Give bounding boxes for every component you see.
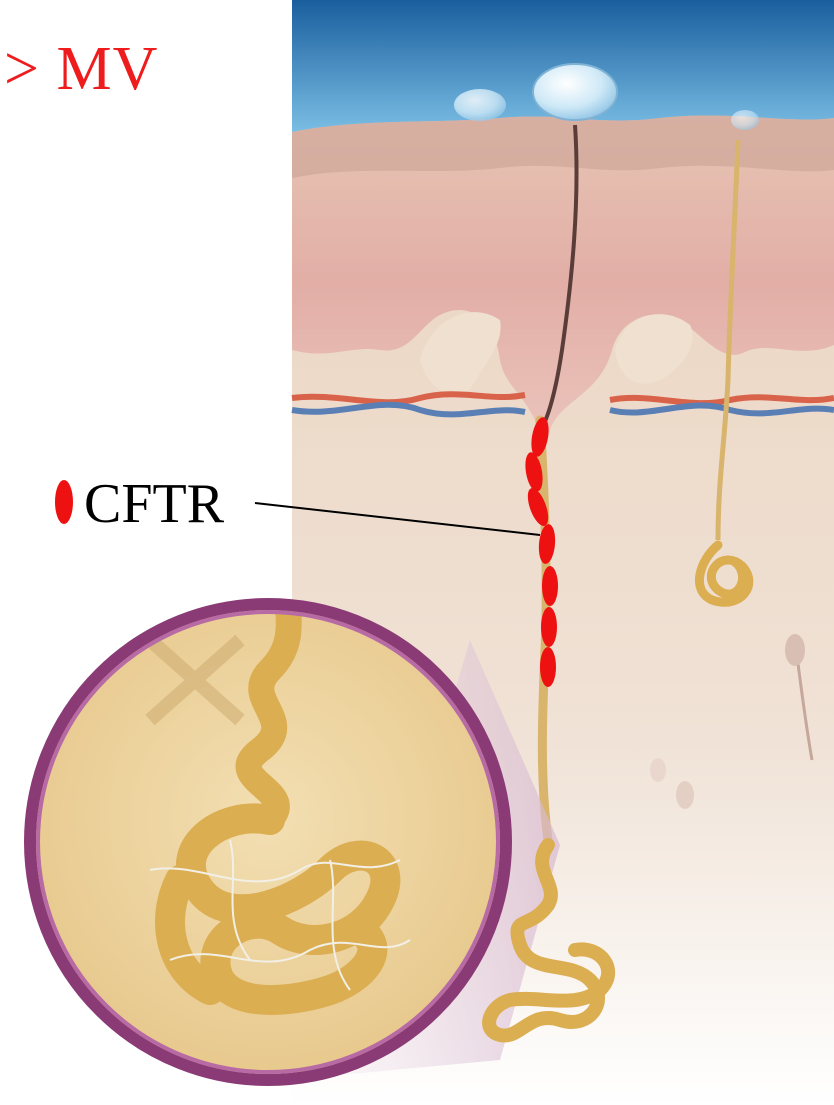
cftr-marker [541, 607, 557, 647]
hair-bulb-2 [676, 781, 694, 809]
hair-bulb-3 [650, 758, 666, 782]
title: > MV [4, 38, 158, 100]
cftr-marker [540, 647, 556, 687]
cftr-marker [542, 566, 558, 606]
cftr-legend-marker [55, 480, 73, 524]
sweat-droplet-icon [533, 64, 617, 120]
small-droplet [454, 89, 506, 121]
small-droplet [731, 110, 759, 130]
hair-bulb-1 [785, 634, 805, 666]
cftr-legend-label: CFTR [84, 476, 224, 532]
